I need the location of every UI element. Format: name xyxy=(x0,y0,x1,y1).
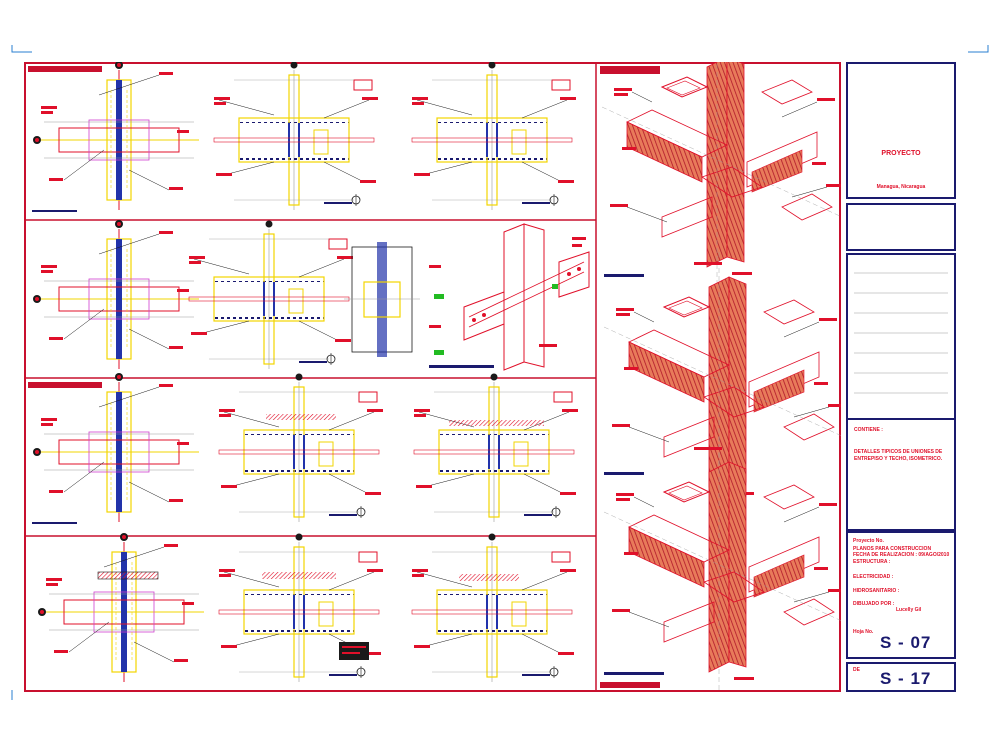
revision-lines xyxy=(848,272,954,420)
detail-1-3 xyxy=(411,62,577,211)
project-location: Managua, Nicaragua xyxy=(876,184,926,190)
isometric-detail-1 xyxy=(600,62,841,293)
detail-3-2 xyxy=(218,372,384,523)
isometric-detail-2 xyxy=(603,251,841,513)
detail-1-1 xyxy=(28,62,200,212)
detail-2-2 xyxy=(188,219,354,370)
title-block-info: Proyecto No. PLANOS PARA CONSTRUCCION FE… xyxy=(846,531,956,659)
info-text-1: PLANOS PARA CONSTRUCCION xyxy=(853,546,932,552)
drawing-area xyxy=(24,62,841,692)
info-label-2: ESTRUCTURA : xyxy=(853,559,891,565)
content-label: CONTIENE : xyxy=(854,427,883,433)
title-block-logo xyxy=(846,203,956,251)
detail-2-4 xyxy=(463,223,590,371)
total-sheets: S - 17 xyxy=(880,669,932,688)
detail-2-1 xyxy=(32,219,200,370)
info-label-1: Proyecto No. xyxy=(853,538,884,544)
detail-4-1 xyxy=(37,532,205,683)
info-label-4: HIDROSANITARIO : xyxy=(853,588,900,594)
isometric-detail-3 xyxy=(600,436,841,692)
detail-3-3 xyxy=(413,372,579,523)
title-block-content: CONTIENE : DETALLES TIPICOS DE UNIONES D… xyxy=(846,253,956,531)
sheet-number: S - 07 xyxy=(880,633,932,652)
info-label-5: DIBUJADO POR : xyxy=(853,601,895,607)
info-text-2: FECHA DE REALIZACION : 09/AGO/2010 xyxy=(853,552,950,558)
title-block-project: PROYECTO Managua, Nicaragua xyxy=(846,62,956,199)
info-label-3: ELECTRICIDAD : xyxy=(853,574,894,580)
sheet-label: Hoja No. xyxy=(853,629,874,635)
content-text-2: ENTREPISO Y TECHO, ISOMETRICO. xyxy=(854,456,943,462)
project-title: PROYECTO xyxy=(881,150,921,157)
title-block-total: DE S - 17 xyxy=(846,662,956,692)
detail-1-2 xyxy=(213,62,379,211)
content-text-1: DETALLES TIPICOS DE UNIONES DE xyxy=(854,449,943,455)
detail-3-1 xyxy=(28,372,200,524)
drawing-frame xyxy=(24,62,841,692)
detail-2-3 xyxy=(344,242,494,368)
detail-4-2 xyxy=(218,532,384,683)
detail-4-3 xyxy=(411,532,577,683)
total-label: DE xyxy=(853,667,860,673)
info-value-5: Lucelly Gil xyxy=(896,607,922,613)
